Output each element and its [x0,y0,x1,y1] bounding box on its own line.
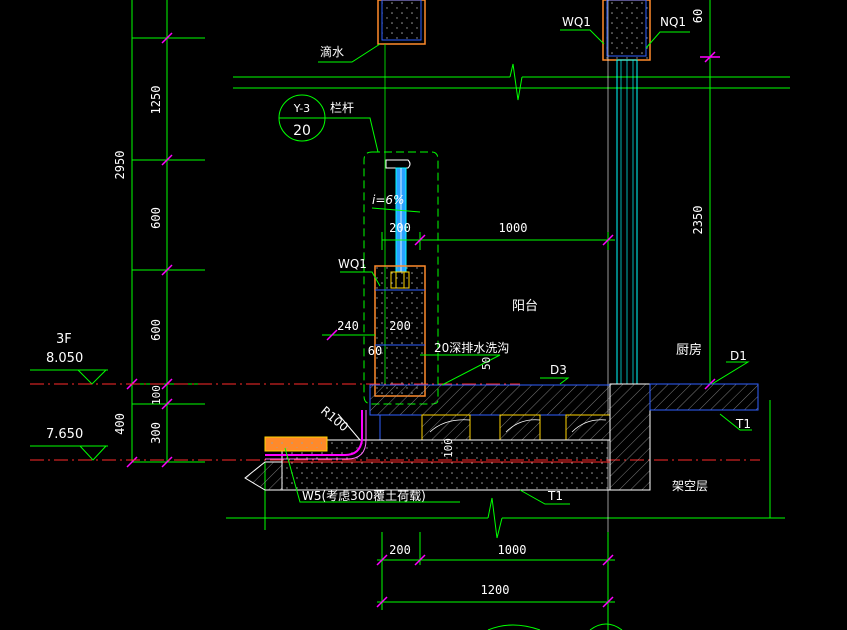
r100-label: R100 [318,404,351,435]
reference-lines [226,63,790,539]
dim-400: 400 [113,413,127,435]
dim-60-wall: 60 [368,344,382,358]
bottom-dimension-chain: 200 1000 1200 [376,532,623,630]
dim-200-bottom: 200 [389,543,411,557]
right-dimension: 2350 60 [691,0,720,390]
dim-100-slab: 100 [442,438,455,458]
d3-label: D3 [550,363,567,377]
slope-label: i=6% [372,193,404,207]
t1-bottom-label: T1 [547,489,563,503]
railing-label: 栏杆 [330,100,354,115]
dim-100: 100 [150,385,163,405]
dim-600-lower: 600 [149,319,163,341]
drain-label: 20深排水洗沟 [434,341,509,355]
wall-wq1-right-label: WQ1 [562,15,591,29]
drip-label: 滴水 [320,44,344,59]
detail-ref-bottom: 20 [293,123,311,139]
wall-nq1-label: NQ1 [660,15,686,29]
dim-240: 240 [337,319,359,333]
elevation-7650: 7.650 [46,427,83,442]
detail-ref-top: Y-3 [293,102,310,115]
dim-600-upper: 600 [149,207,163,229]
drip-element: 滴水 [318,0,426,384]
dim-1250: 1250 [149,86,163,115]
dim-1000-upper: 1000 [499,221,528,235]
wall-wq1-left-label: WQ1 [338,257,367,271]
dim-200-upper: 200 [389,221,411,235]
dim-1000-bottom: 1000 [498,543,527,557]
kitchen-label: 厨房 [676,342,702,358]
overhead-label: 架空层 [672,479,708,493]
detail-reference: Y-3 20 栏杆 [278,94,379,153]
d1-label: D1 [730,349,747,363]
elevation-8050: 8.050 [46,351,83,366]
balcony-label: 阳台 [512,299,538,314]
floor-3f-label: 3F [56,332,72,347]
dim-1200-bottom: 1200 [481,583,510,597]
left-dimension-ticks [126,32,173,468]
left-dimension-labels: 1250 2950 600 600 100 400 300 [113,86,163,444]
w5-label: W5(考虑300覆土荷载) [302,489,426,503]
dim-300: 300 [149,422,163,444]
room-labels: 阳台 厨房 架空层 [512,299,708,493]
t1-right-label: T1 [735,417,751,431]
dim-2950: 2950 [113,151,127,180]
dim-2350: 2350 [691,206,705,235]
balcony-dimensions: 200 1000 200 240 60 [322,221,615,358]
left-dimension-chain [131,0,205,463]
floor-slab [244,383,759,491]
dim-200-wall: 200 [389,319,411,333]
dim-60-top: 60 [691,9,705,23]
parapet-wall: WQ1 [338,257,426,397]
dim-50: 50 [480,357,493,370]
